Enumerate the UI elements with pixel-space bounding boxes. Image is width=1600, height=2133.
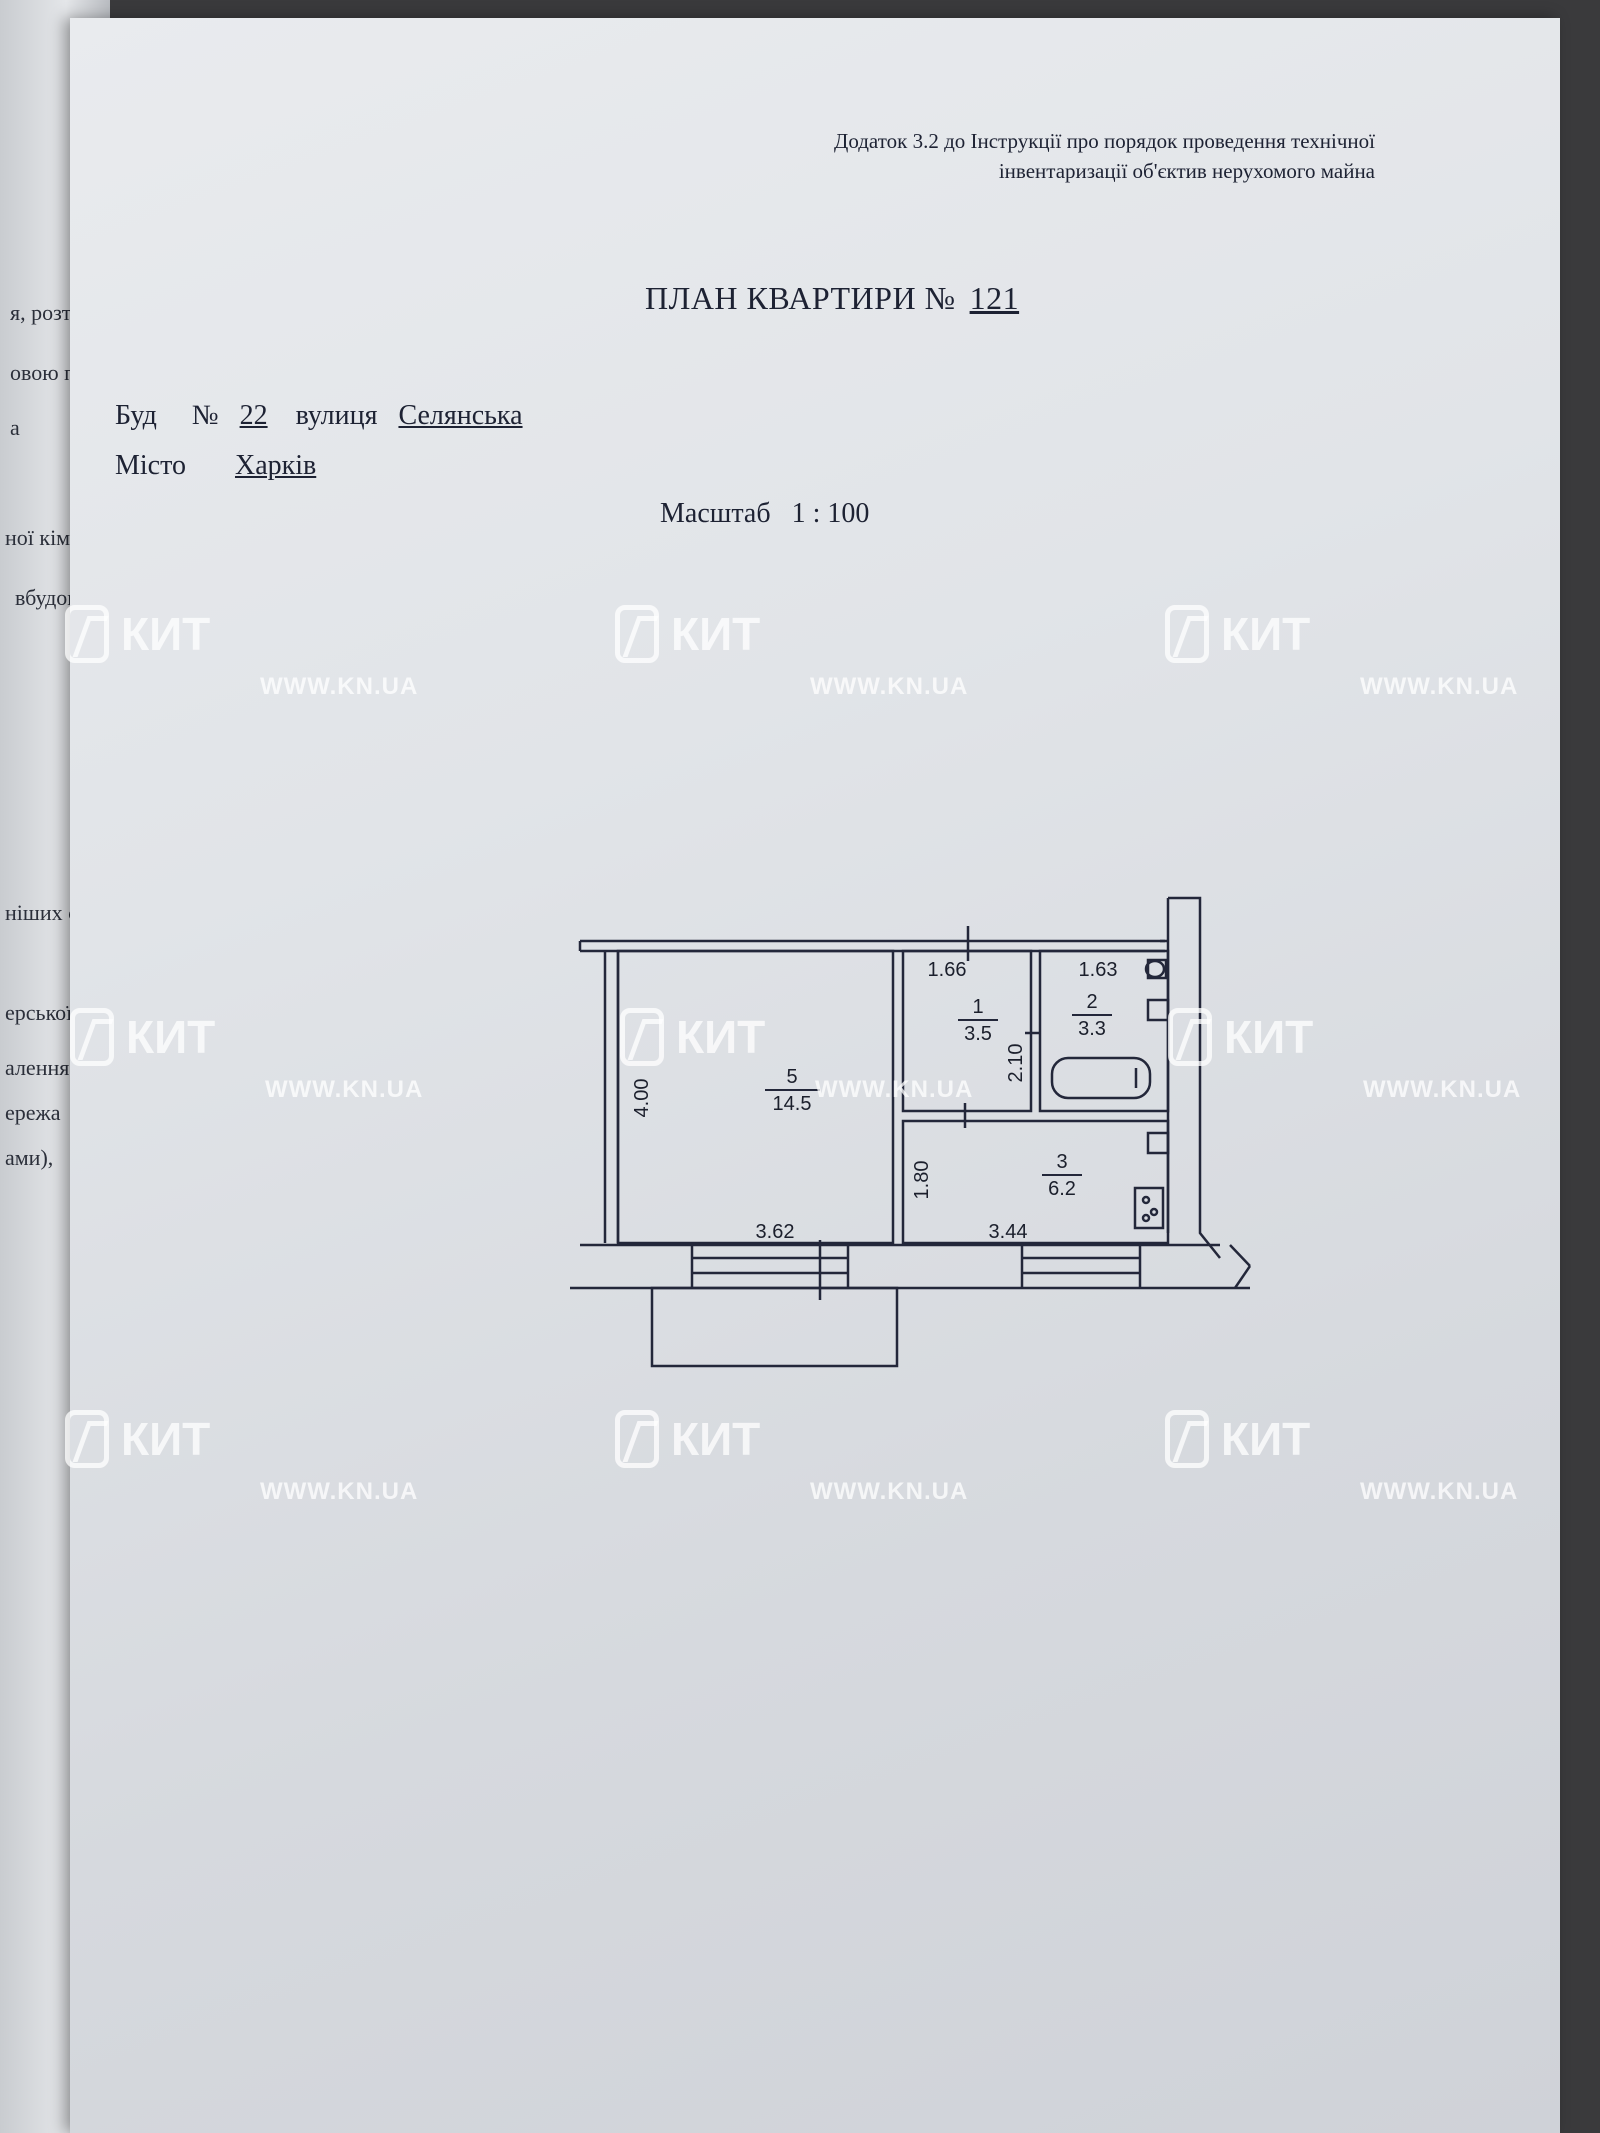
room-1-width-dim: 1.66 — [928, 959, 967, 981]
watermark-url: WWW.KN.UA — [1360, 1478, 1519, 1505]
window-room5 — [690, 1245, 850, 1288]
room-2-number: 2 — [1086, 991, 1097, 1013]
sink-room2 — [1146, 998, 1170, 1022]
room-5-outline — [616, 949, 895, 1245]
room-3-height-dim: 1.80 — [911, 1161, 933, 1200]
under-text: а — [10, 415, 20, 440]
watermark-url: WWW.KN.UA — [1360, 673, 1519, 700]
room-3-outline — [901, 1119, 1170, 1245]
scale-field: Масштаб 1 : 100 — [660, 498, 869, 530]
building-field: Буд № 22 вулиця Селянська — [115, 400, 523, 432]
street-name: Селянська — [398, 400, 523, 431]
room-5-height-dim: 4.00 — [631, 1079, 653, 1118]
window-room3 — [1020, 1245, 1142, 1288]
header-note: Додаток 3.2 до Інструкції про порядок пр… — [735, 126, 1375, 186]
watermark-url: WWW.KN.UA — [810, 673, 969, 700]
room-1-height-dim: 2.10 — [1005, 1044, 1027, 1083]
city-label: Місто — [115, 450, 186, 481]
room-5-area: 14.5 — [773, 1093, 812, 1115]
watermark: КИТ WWW.KN.UA — [70, 1008, 423, 1104]
stove — [1133, 1186, 1165, 1230]
under-text: алення — [5, 1055, 70, 1080]
room-2-width-dim: 1.63 — [1079, 959, 1118, 981]
street-label: вулиця — [295, 400, 378, 431]
building-number: 22 — [239, 400, 268, 431]
room-5-number: 5 — [786, 1066, 797, 1088]
watermark: КИТ WWW.KN.UA — [1168, 1008, 1521, 1104]
watermark-brand: КИТ — [676, 1011, 766, 1063]
watermark-url: WWW.KN.UA — [1363, 1076, 1522, 1103]
room-1-number: 1 — [972, 996, 983, 1018]
kit-logo-icon — [1165, 605, 1209, 663]
balcony — [650, 1286, 899, 1368]
under-text: ережа — [5, 1100, 61, 1125]
room-5-width-dim: 3.62 — [756, 1221, 795, 1243]
header-note-line2: інвентаризації об'єктив нерухомого майна — [998, 159, 1375, 183]
scale-label: Масштаб — [660, 498, 771, 529]
bathtub — [1050, 1056, 1152, 1100]
watermark: КИТ WWW.KN.UA — [1165, 1410, 1518, 1506]
room-3-width-dim: 3.44 — [989, 1221, 1028, 1243]
header-note-line1: Додаток 3.2 до Інструкції про порядок пр… — [834, 129, 1375, 153]
kit-logo-icon — [1168, 1008, 1212, 1066]
room-3-area: 6.2 — [1048, 1178, 1076, 1200]
watermark-url: WWW.KN.UA — [260, 673, 419, 700]
apartment-number: 121 — [969, 280, 1020, 316]
floor-plan: 5 14.5 4.00 3.62 1.66 1 3.5 2.10 1.63 2 … — [570, 896, 1252, 1368]
watermark-url: WWW.KN.UA — [810, 1478, 969, 1505]
watermark: КИТ WWW.KN.UA — [65, 1410, 418, 1506]
watermark-brand: КИТ — [1224, 1011, 1314, 1063]
page-title: ПЛАН КВАРТИРИ № 121 — [645, 280, 1019, 317]
kit-logo-icon — [615, 605, 659, 663]
title-label: ПЛАН КВАРТИРИ № — [645, 280, 956, 316]
watermark-brand: КИТ — [671, 608, 761, 660]
watermark-brand: КИТ — [121, 1413, 211, 1465]
under-text: ніших с — [5, 900, 78, 925]
kit-logo-icon — [70, 1008, 114, 1066]
room-1-area: 3.5 — [964, 1023, 992, 1045]
watermark: КИТ WWW.KN.UA — [65, 605, 418, 701]
under-text: ами), — [5, 1145, 54, 1170]
watermark-brand: КИТ — [1221, 608, 1311, 660]
room-2-area: 3.3 — [1078, 1018, 1106, 1040]
watermark-url: WWW.KN.UA — [265, 1076, 424, 1103]
kit-logo-icon — [615, 1410, 659, 1468]
room-3-number: 3 — [1056, 1151, 1067, 1173]
kit-logo-icon — [620, 1008, 664, 1066]
building-no-label: № — [191, 400, 219, 431]
watermark-brand: КИТ — [121, 608, 211, 660]
watermark: КИТ WWW.KN.UA — [615, 1410, 968, 1506]
document-page: Додаток 3.2 до Інструкції про порядок пр… — [70, 18, 1560, 2133]
kit-logo-icon — [65, 605, 109, 663]
watermark-brand: КИТ — [1221, 1413, 1311, 1465]
building-label: Буд — [115, 400, 157, 431]
kit-logo-icon — [65, 1410, 109, 1468]
watermark-url: WWW.KN.UA — [815, 1076, 974, 1103]
watermark: КИТ WWW.KN.UA — [615, 605, 968, 701]
sink-room3 — [1146, 1131, 1170, 1155]
watermark-url: WWW.KN.UA — [260, 1478, 419, 1505]
scale-value: 1 : 100 — [791, 498, 870, 529]
watermark: КИТ WWW.KN.UA — [620, 1008, 973, 1104]
city-field: Місто Харків — [115, 450, 316, 482]
kit-logo-icon — [1165, 1410, 1209, 1468]
watermark-brand: КИТ — [126, 1011, 216, 1063]
under-text: ерської — [5, 1000, 73, 1025]
watermark: КИТ WWW.KN.UA — [1165, 605, 1518, 701]
city-name: Харків — [234, 450, 317, 481]
watermark-brand: КИТ — [671, 1413, 761, 1465]
